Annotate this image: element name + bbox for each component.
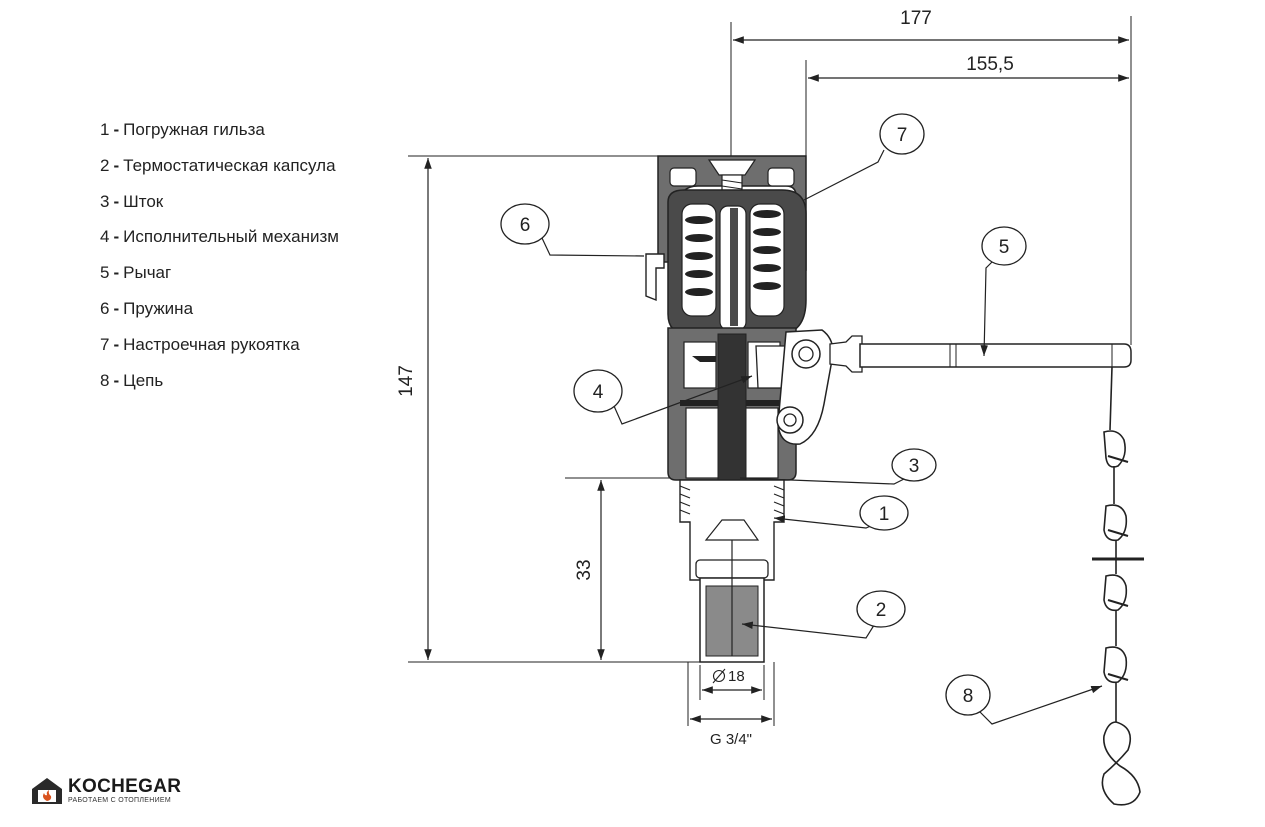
legend-label: Рычаг [123, 263, 172, 283]
brand-logo: KOCHEGAR РАБОТАЕМ С ОТОПЛЕНИЕМ [30, 776, 181, 806]
house-flame-icon [32, 778, 62, 804]
actuator [692, 356, 716, 362]
legend-label: Пружина [123, 298, 194, 318]
dim-g34: G 3/4" [710, 731, 752, 748]
callout-2: 2 [876, 600, 887, 621]
callout-3: 3 [909, 456, 920, 477]
callout-6: 6 [520, 215, 531, 236]
legend-item-3: 3-Шток [100, 191, 164, 211]
parts-legend: 1-Погружная гильза 2-Термостатическая ка… [100, 118, 339, 404]
legend-label: Шток [123, 191, 164, 211]
spring-bracket [645, 253, 665, 302]
brand-name: KOCHEGAR [68, 775, 182, 797]
legend-item-7: 7-Настроечная рукоятка [100, 334, 300, 354]
lever-rod [859, 343, 1132, 368]
callout-7: 7 [897, 125, 908, 146]
callout-bubbles [500, 113, 1027, 716]
legend-num: 8 [100, 370, 110, 390]
regulator-body [645, 155, 1132, 663]
diameter-icon [712, 668, 726, 684]
legend-item-5: 5-Рычаг [100, 263, 172, 283]
chain [1101, 366, 1141, 806]
legend-label: Исполнительный механизм [123, 227, 339, 247]
spring-right [753, 210, 781, 290]
legend-item-2: 2-Термостатическая капсула [100, 155, 336, 175]
dim-177: 177 [900, 8, 932, 29]
setting-screw [707, 159, 757, 176]
callout-1: 1 [879, 504, 890, 525]
legend-item-4: 4-Исполнительный механизм [100, 227, 339, 247]
legend-item-8: 8-Цепь [100, 370, 164, 390]
spring-left [685, 216, 713, 296]
legend-num: 2 [100, 155, 110, 175]
legend-num: 1 [100, 120, 110, 139]
legend-num: 3 [100, 191, 110, 211]
legend-label: Погружная гильза [123, 120, 265, 139]
legend-item-1: 1-Погружная гильза [100, 120, 265, 139]
callout-4: 4 [593, 382, 604, 403]
callout-leaders [541, 149, 1103, 725]
legend-num: 6 [100, 298, 110, 318]
legend-item-6: 6-Пружина [100, 298, 194, 318]
dim-147: 147 [396, 365, 417, 397]
callout-5: 5 [999, 237, 1010, 258]
legend-num: 4 [100, 227, 110, 247]
brand-slogan: РАБОТАЕМ С ОТОПЛЕНИЕМ [68, 796, 172, 804]
legend-label: Цепь [123, 370, 164, 390]
legend-label: Термостатическая капсула [123, 155, 336, 175]
dim-33: 33 [574, 559, 595, 580]
legend-label: Настроечная рукоятка [123, 334, 300, 354]
dimension-lines [424, 36, 1129, 723]
dim-155-5: 155,5 [966, 54, 1014, 75]
legend-num: 5 [100, 263, 110, 283]
callout-8: 8 [963, 686, 974, 707]
dim-d18: 18 [728, 668, 745, 685]
legend-num: 7 [100, 334, 110, 354]
